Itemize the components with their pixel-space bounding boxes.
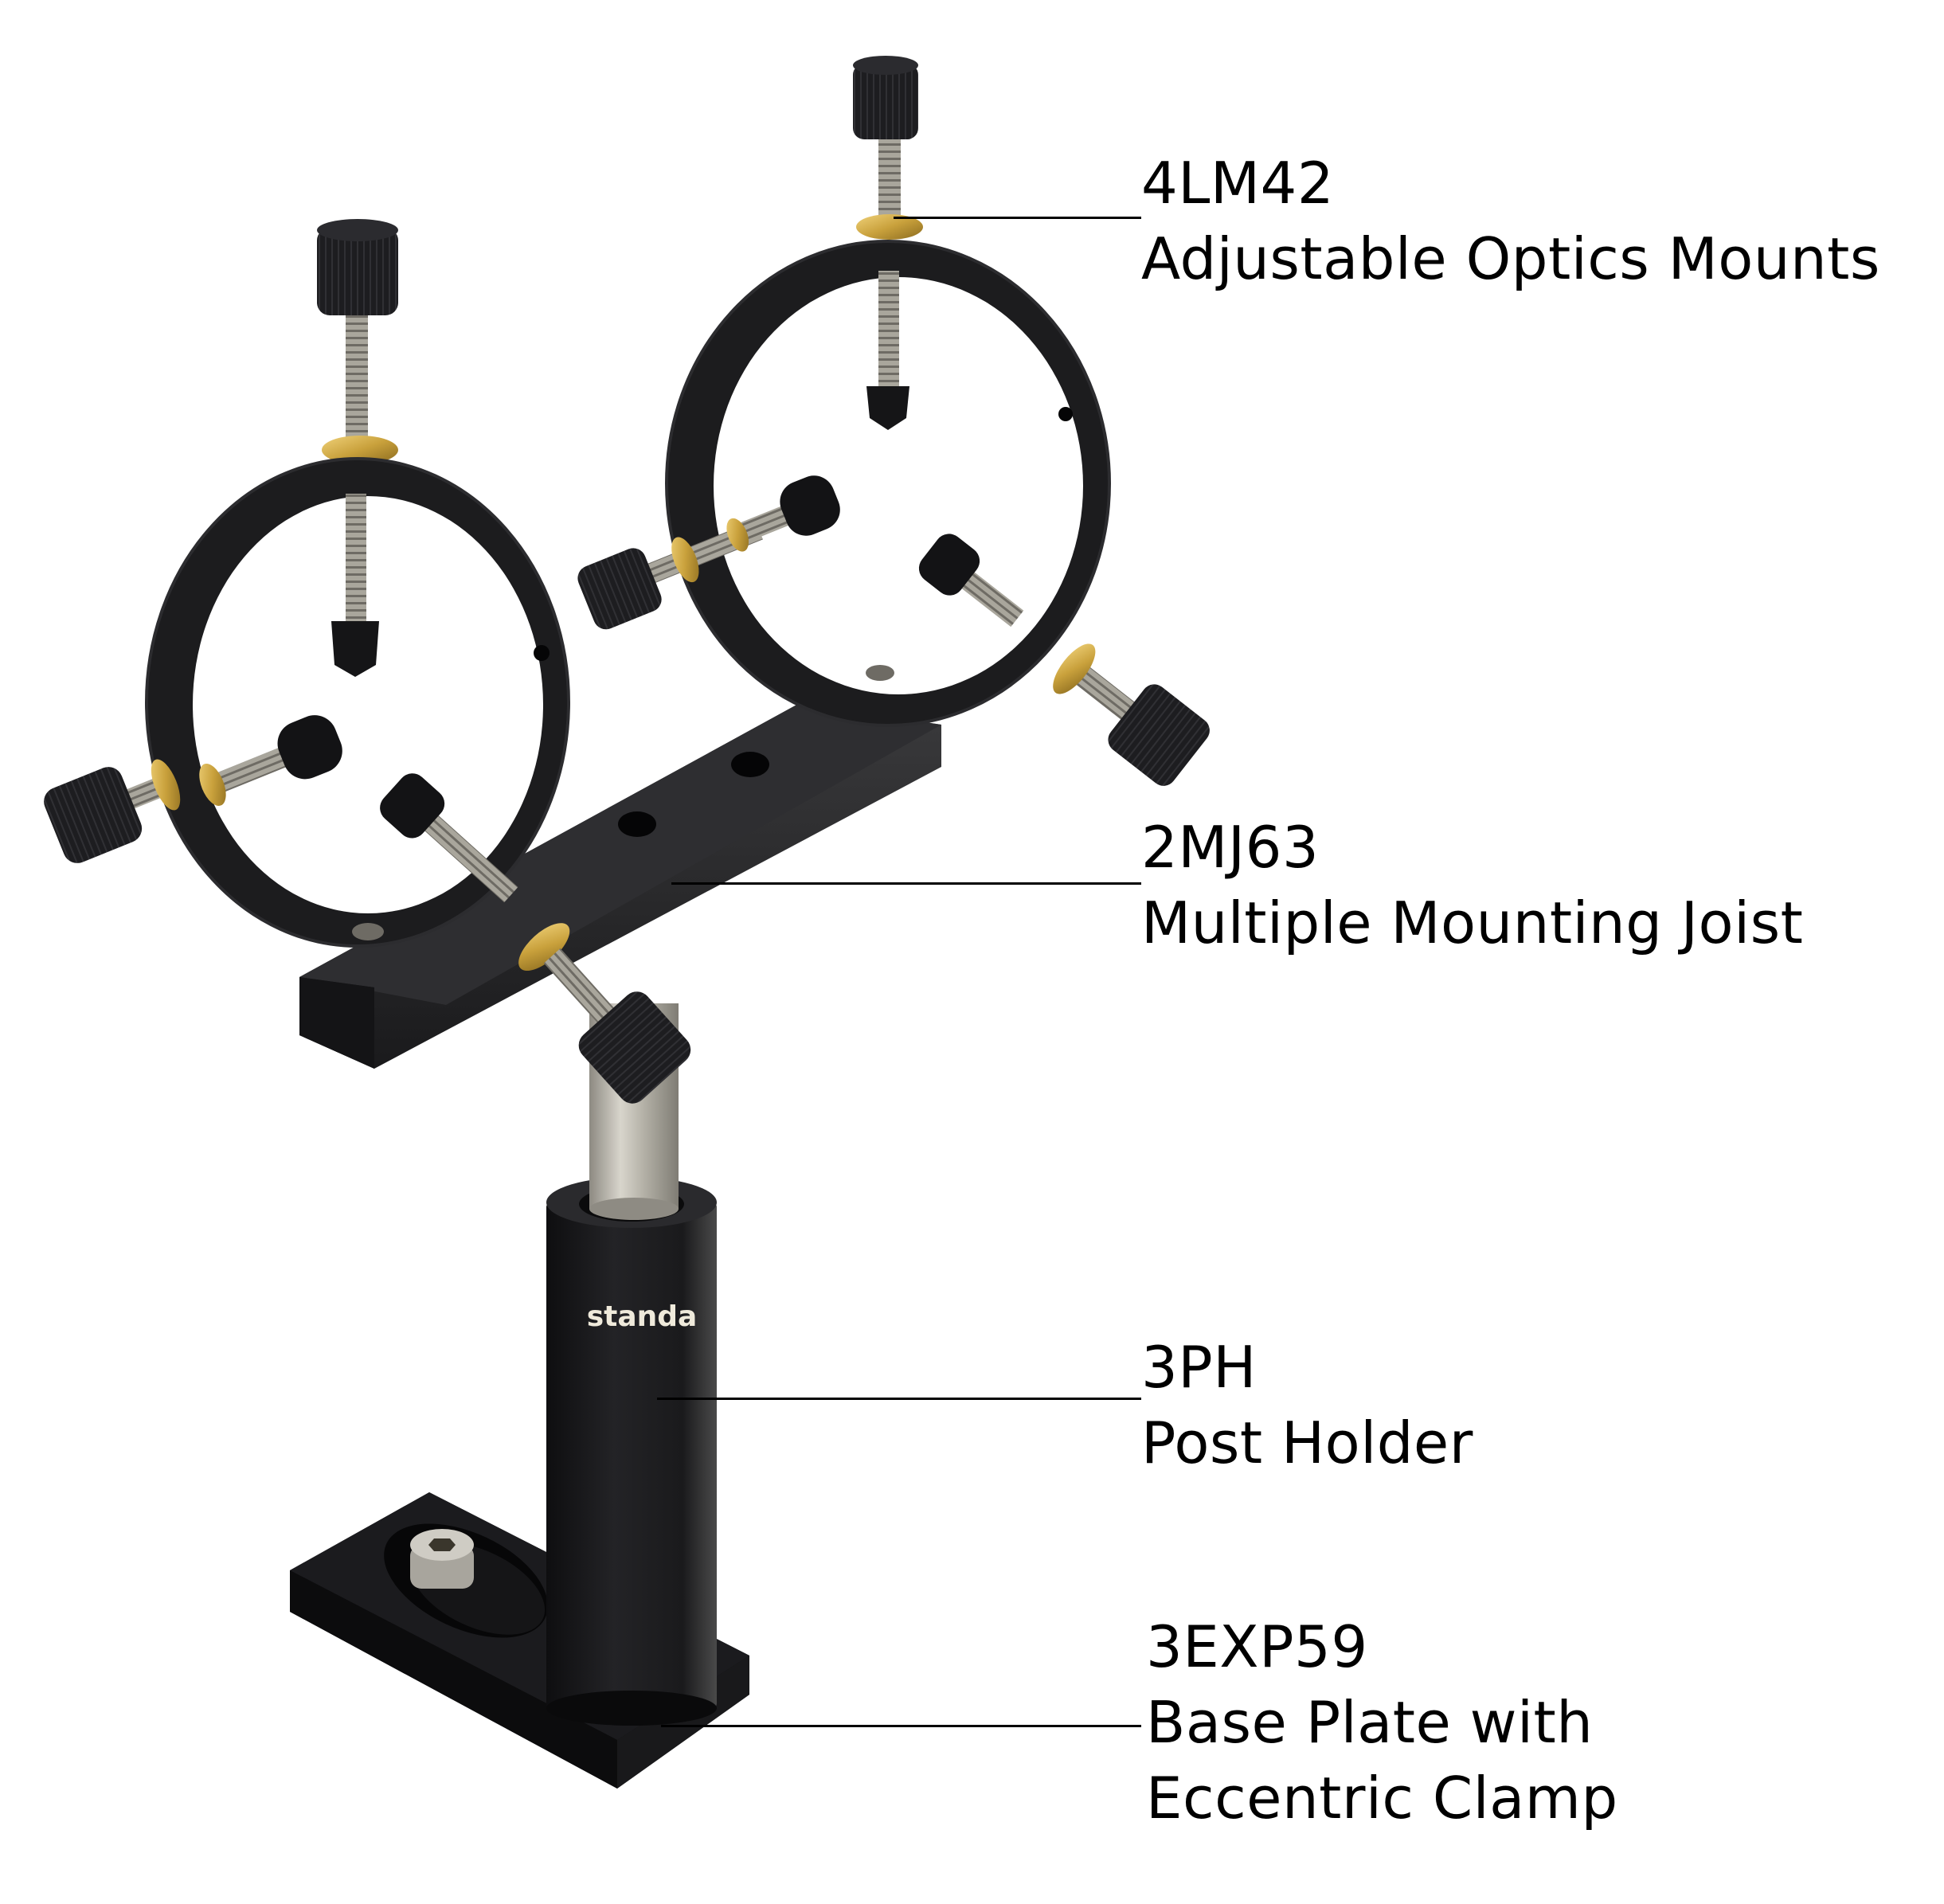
- standa-logo: standa: [587, 1300, 698, 1333]
- callout-label-2mj63: 2MJ63 Multiple Mounting Joist: [1141, 810, 1803, 961]
- part-code: 2MJ63: [1141, 814, 1320, 881]
- part-name: Post Holder: [1141, 1409, 1473, 1476]
- part-name: Multiple Mounting Joist: [1141, 889, 1804, 956]
- callout-line-3exp59: [661, 1725, 1141, 1727]
- optics-mount-left: [44, 219, 691, 1104]
- part-code: 3PH: [1141, 1334, 1257, 1401]
- hex-screw-icon: [410, 1529, 474, 1589]
- callout-line-4lm42: [894, 217, 1141, 219]
- part-code: 4LM42: [1141, 150, 1335, 217]
- callout-label-3exp59: 3EXP59 Base Plate with Eccentric Clamp: [1146, 1609, 1618, 1836]
- part-name-line-2: Eccentric Clamp: [1146, 1765, 1618, 1832]
- part-name: Adjustable Optics Mounts: [1141, 225, 1880, 292]
- callout-line-2mj63: [671, 882, 1141, 885]
- callout-label-4lm42: 4LM42 Adjustable Optics Mounts: [1141, 146, 1880, 297]
- callout-label-3ph: 3PH Post Holder: [1141, 1330, 1473, 1481]
- part-code: 3EXP59: [1146, 1613, 1368, 1680]
- callout-line-3ph: [657, 1398, 1141, 1400]
- optics-mount-right: [577, 56, 1210, 786]
- part-name-line-1: Base Plate with: [1146, 1689, 1594, 1756]
- post-holder: standa: [546, 1171, 717, 1726]
